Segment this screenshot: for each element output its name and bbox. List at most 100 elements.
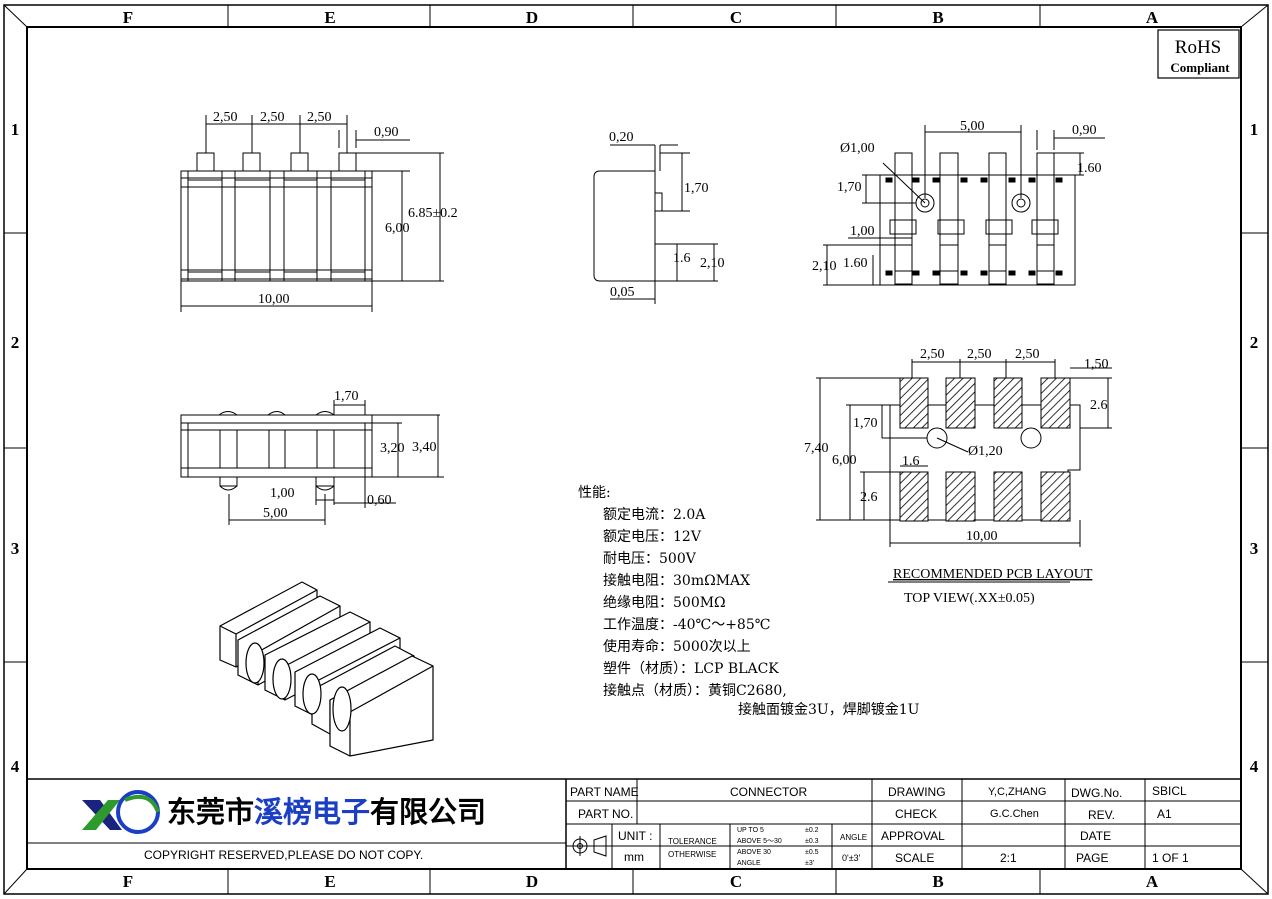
front-view [180,115,444,312]
dim-width: 10,00 [966,529,998,544]
spec-line: 接触面镀金3U，焊脚镀金1U [738,701,920,718]
dim-body-height: 6,00 [385,221,410,236]
svg-text:±0.2: ±0.2 [805,827,819,834]
approval-label: APPROVAL [881,829,945,843]
dim-pin-width: 0,90 [1072,123,1097,138]
dim-hole: Ø1,20 [968,444,1003,459]
dim-span: 5,00 [960,119,985,134]
svg-text:±0.3: ±0.3 [805,838,819,845]
dim-pitch: 2,50 [1015,347,1040,362]
row-label-left: 1 [11,120,20,139]
angle-label: ANGLE [840,833,867,842]
dim-340: 3,40 [412,440,437,455]
check: G.C.Chen [990,808,1039,820]
tolerance: TOLERANCE [668,837,717,846]
dim-100: 1,00 [270,486,295,501]
spec-line: 额定电压：12V [603,529,702,545]
col-label-top: D [526,8,538,27]
spec-line: 使用寿命：5000次以上 [603,638,751,655]
date-label: DATE [1080,829,1111,843]
dim-320: 3,20 [380,441,405,456]
dim-170: 1,70 [853,416,878,431]
dim-210: 2,10 [812,259,837,274]
copyright: COPYRIGHT RESERVED,PLEASE DO NOT COPY. [144,848,423,862]
col-label-bottom: C [730,872,742,891]
spec-heading: 性能: [578,485,611,501]
dim-total-height: 6.85±0.2 [408,206,458,221]
svg-text:±0.5: ±0.5 [805,849,819,856]
dim-26: 2.6 [1090,398,1108,413]
pcb-title: RECOMMENDED PCB LAYOUT [893,567,1093,582]
company-name: 东莞市溪榜电子有限公司 [167,795,486,829]
svg-text:ANGLE: ANGLE [737,860,761,867]
svg-text:RoHS: RoHS [1175,37,1221,58]
dim-pitch: 2,50 [213,110,238,125]
page: 1 OF 1 [1152,851,1189,865]
dim-740: 7,40 [804,441,829,456]
svg-text:±3': ±3' [805,860,814,867]
dim-150: 1,50 [1084,357,1109,372]
dim-160b: 1.60 [843,256,868,271]
angle-value: 0'±3' [842,853,861,863]
dim-100: 1,00 [850,224,875,239]
dwg-label: DWG.No. [1071,786,1122,800]
dim-top: 0,20 [609,130,634,145]
dim-26b: 2.6 [860,490,878,505]
unit-label: UNIT : [618,829,652,843]
row-label-left: 3 [11,539,20,558]
row-label-right: 2 [1250,333,1259,352]
col-label-bottom: E [324,872,335,891]
dwg: SBICL [1152,784,1187,798]
dim-width: 10,00 [258,292,290,307]
front-view-dims: 2,50 2,50 2,50 0,90 6,00 6.85±0.2 10,00 [213,110,458,307]
title-block [26,778,1242,870]
spec-line: 绝缘电阻：500MΩ [603,595,726,611]
frame-labels: F E D C B A F E D C B A 1 2 3 4 1 2 3 4 [11,8,1259,891]
part-name: CONNECTOR [730,785,807,799]
svg-text:东莞市溪榜电子有限公司: 东莞市溪榜电子有限公司 [167,795,486,829]
spec-line: 工作温度：-40℃～+85℃ [603,617,770,633]
col-label-top: A [1146,8,1159,27]
unit: mm [624,850,644,864]
col-label-bottom: D [526,872,538,891]
tolerance: OTHERWISE [668,850,716,859]
pcb-layout-dims: 2,50 2,50 2,50 1,50 2.6 1,70 7,40 6,00 Ø… [804,347,1109,606]
scale: 2:1 [1000,851,1017,865]
row-label-right: 1 [1250,120,1259,139]
svg-text:ABOVE 5～30: ABOVE 5～30 [737,838,782,845]
spec-line: 接触点（材质）：黄铜C2680, [603,682,787,699]
drawing: Y,C,ZHANG [988,786,1046,798]
spec-line: 接触电阻：30mΩMAX [603,572,750,589]
dim-pin-width: 0,90 [374,125,399,140]
spec-line: 耐电压：500V [603,551,697,567]
pcb-layout [816,359,1112,583]
dim-pitch: 2,50 [920,347,945,362]
side-view [593,144,718,304]
dim-160: 1.60 [1077,161,1102,176]
col-label-bottom: A [1146,872,1159,891]
row-label-right: 4 [1250,757,1259,776]
svg-text:ABOVE 30: ABOVE 30 [737,849,771,856]
row-label-right: 3 [1250,539,1259,558]
dim-16: 1.6 [673,251,691,266]
spec-line: 额定电流：2.0A [603,507,706,523]
drawing-label: DRAWING [888,785,946,799]
col-label-bottom: F [123,872,133,891]
check-label: CHECK [895,807,937,821]
dim-pitch: 2,50 [307,110,332,125]
col-label-top: B [932,8,943,27]
spec-line: 塑件（材质）：LCP BLACK [603,661,779,677]
scale-label: SCALE [895,851,934,865]
title-block-text: COPYRIGHT RESERVED,PLEASE DO NOT COPY. P… [144,784,1189,867]
dim-pitch: 2,50 [260,110,285,125]
isometric-view [219,581,434,757]
dim-600: 6,00 [832,453,857,468]
svg-text:UP TO 5: UP TO 5 [737,827,764,834]
dim-170: 1,70 [837,180,862,195]
top-view-dims: 5,00 0,90 Ø1,00 1.60 1,70 1,00 2,10 1.60 [812,119,1102,274]
rev: A1 [1157,807,1172,821]
top-view [823,125,1105,286]
side-view-dims: 0,20 1,70 1.6 2,10 0,05 [609,130,725,300]
part-name-label: PART NAME [570,785,639,799]
